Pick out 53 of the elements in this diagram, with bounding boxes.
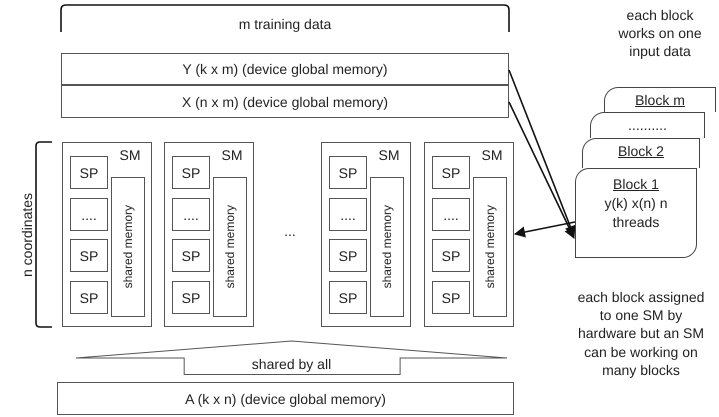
processor-box: SP [172,156,210,189]
block-card [582,138,700,168]
arrow [514,221,576,238]
processor-box: SP [70,239,108,272]
processor-box: SP [70,281,108,314]
multiprocessor-box [424,142,514,327]
memory-bar: A (k x n) (device global memory) [57,382,514,415]
block-card [604,87,716,112]
processor-box: .... [432,198,470,231]
ellipsis: ... [283,222,297,240]
processor-box: SP [329,156,367,189]
block-title: Block m [635,91,685,110]
multiprocessor-label: SM [480,147,504,163]
processor-box: .... [172,198,210,231]
shared-memory-label: shared memory [380,205,394,289]
shared-memory-label: shared memory [121,205,135,289]
multiprocessor-box [321,142,411,327]
multiprocessor-label: SM [220,147,244,163]
memory-bar: X (n x m) (device global memory) [61,85,509,118]
block-card [575,168,697,258]
shared-memory-box [370,177,404,317]
multiprocessor-box [164,142,254,327]
shared-memory-box [111,177,145,317]
shared-arrow-shape [76,341,507,375]
processor-box: .... [70,198,108,231]
block-details: y(k) x(n) n threads [604,194,668,232]
block-card [590,112,705,138]
processor-box: SP [329,281,367,314]
callout-text: shared by all [250,356,332,372]
memory-bar: Y (k x m) (device global memory) [61,53,509,85]
shared-memory-label: shared memory [483,205,497,289]
block-title: .......... [628,116,667,135]
axis-label: n coordinates [18,192,36,280]
processor-box: SP [329,239,367,272]
processor-box: SP [70,156,108,189]
processor-box: SP [432,156,470,189]
multiprocessor-label: SM [118,147,142,163]
processor-box: .... [329,198,367,231]
shared-memory-box [473,177,507,317]
processor-box: SP [172,281,210,314]
multiprocessor-label: SM [378,147,400,163]
processor-box: SP [432,281,470,314]
block-title: Block 1 [613,175,659,194]
processor-box: SP [172,239,210,272]
processor-box: SP [432,239,470,272]
shared-memory-label: shared memory [223,205,237,289]
note-text: each block works on one input data [617,6,703,61]
arrow [508,102,575,239]
section-heading: m training data [238,15,332,34]
block-title: Block 2 [618,142,664,161]
multiprocessor-box [62,142,152,327]
note-text: each block assigned to one SM by hardware but an SM can be working on many blocks [576,288,706,379]
shared-memory-box [213,177,247,317]
